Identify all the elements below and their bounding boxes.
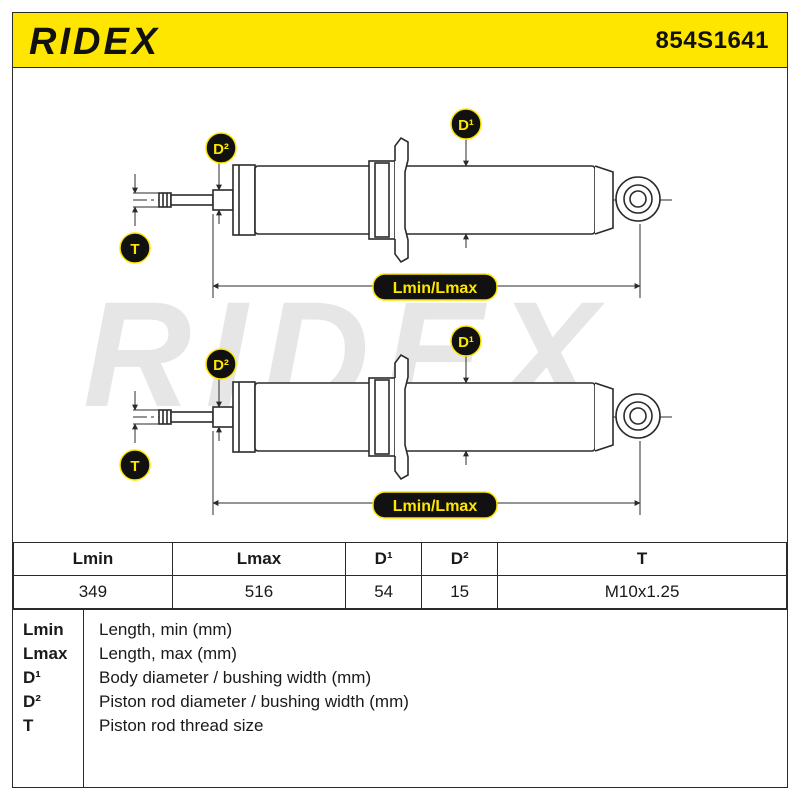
specs-header-lmin: Lmin bbox=[13, 542, 173, 576]
legend-key: Lmax bbox=[23, 644, 68, 663]
svg-text:D¹: D¹ bbox=[458, 334, 474, 351]
label-t-bottom: T bbox=[119, 449, 151, 481]
legend-desc: Body diameter / bushing width (mm) bbox=[99, 668, 372, 687]
specs-value-row: 349 516 54 15 M10x1.25 bbox=[13, 575, 787, 609]
svg-text:D²: D² bbox=[213, 141, 229, 158]
header-bar: RIDEX 854S1641 bbox=[13, 13, 787, 68]
svg-text:D²: D² bbox=[213, 357, 229, 374]
svg-text:Lmin/Lmax: Lmin/Lmax bbox=[393, 280, 478, 297]
legend-desc: Length, min (mm) bbox=[99, 620, 233, 639]
legend-item: Lmax Length, max (mm) bbox=[13, 644, 787, 668]
specs-table: Lmin Lmax D¹ D² T 349 516 54 15 M10x1.25 bbox=[13, 542, 787, 609]
shock-absorber-diagram: RIDEX bbox=[13, 68, 787, 544]
legend-key: Lmin bbox=[23, 620, 64, 639]
svg-text:Lmin/Lmax: Lmin/Lmax bbox=[393, 498, 478, 515]
specs-header-lmax: Lmax bbox=[171, 542, 347, 576]
shock-absorber-bottom bbox=[133, 353, 673, 481]
legend-desc: Piston rod diameter / bushing width (mm) bbox=[99, 692, 409, 711]
legend-key: D¹ bbox=[23, 668, 41, 687]
label-d1-top: D¹ bbox=[450, 108, 482, 140]
specs-value-d2: 15 bbox=[421, 575, 499, 609]
brand-logo: RIDEX bbox=[29, 21, 161, 63]
specs-header-row: Lmin Lmax D¹ D² T bbox=[13, 542, 787, 576]
label-d2-top: D² bbox=[205, 132, 237, 164]
shock-absorber-top bbox=[133, 136, 673, 264]
label-d2-bottom: D² bbox=[205, 348, 237, 380]
specs-header-d2: D² bbox=[421, 542, 499, 576]
part-number: 854S1641 bbox=[655, 27, 769, 54]
legend-key: T bbox=[23, 716, 34, 735]
specs-value-lmax: 516 bbox=[171, 575, 347, 609]
legend: Lmin Length, min (mm) Lmax Length, max (… bbox=[13, 609, 787, 788]
label-d1-bottom: D¹ bbox=[450, 325, 482, 357]
legend-item: Lmin Length, min (mm) bbox=[13, 620, 787, 644]
specs-value-d1: 54 bbox=[345, 575, 423, 609]
specs-header-d1: D¹ bbox=[345, 542, 423, 576]
specs-value-lmin: 349 bbox=[13, 575, 173, 609]
legend-key: D² bbox=[23, 692, 41, 711]
label-length-bottom: Lmin/Lmax bbox=[372, 491, 498, 519]
svg-text:D¹: D¹ bbox=[458, 117, 474, 134]
legend-desc: Length, max (mm) bbox=[99, 644, 237, 663]
svg-text:T: T bbox=[130, 458, 139, 475]
label-t-top: T bbox=[119, 232, 151, 264]
legend-item: T Piston rod thread size bbox=[13, 716, 787, 740]
legend-divider bbox=[83, 610, 84, 788]
svg-text:T: T bbox=[130, 241, 139, 258]
specs-header-t: T bbox=[497, 542, 787, 576]
legend-desc: Piston rod thread size bbox=[99, 716, 264, 735]
specs-value-t: M10x1.25 bbox=[497, 575, 787, 609]
legend-item: D² Piston rod diameter / bushing width (… bbox=[13, 692, 787, 716]
label-length-top: Lmin/Lmax bbox=[372, 273, 498, 301]
spec-sheet: RIDEX 854S1641 RIDEX bbox=[12, 12, 788, 788]
legend-item: D¹ Body diameter / bushing width (mm) bbox=[13, 668, 787, 692]
